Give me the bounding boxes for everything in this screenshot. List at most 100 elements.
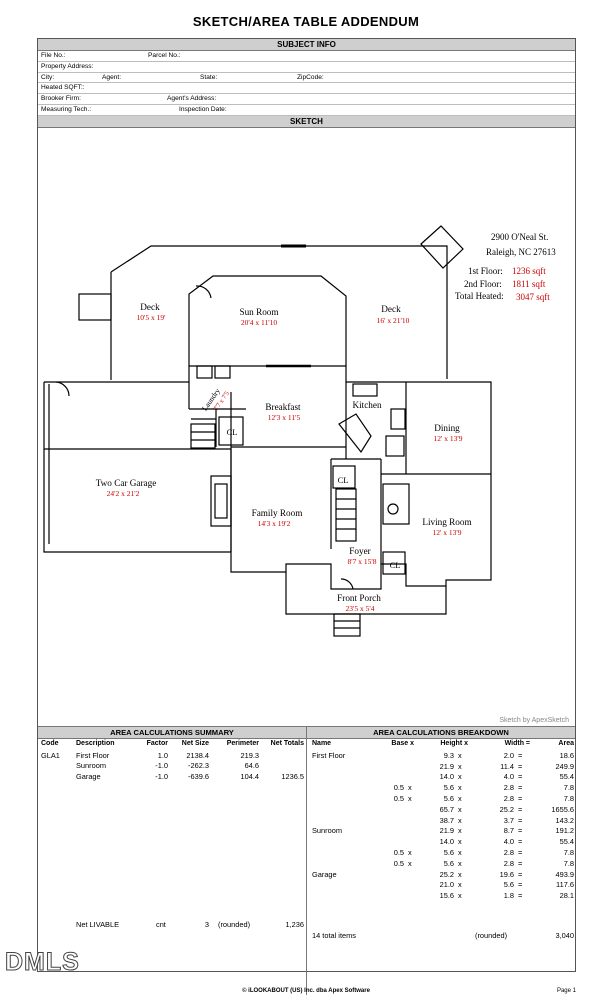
breakdown-cell-width: 25.2 (499, 804, 514, 814)
room-label-foyer: Foyer (349, 546, 370, 556)
info-row-address: Property Address: (38, 62, 575, 73)
breakdown-cell-width: 1.8 (503, 891, 514, 901)
total-heated-label: Total Heated: (455, 291, 504, 301)
main-stairs (335, 488, 357, 542)
breakdown-col-base: Base x (391, 739, 414, 747)
summary-cell-description: Sunroom (76, 761, 106, 771)
summary-col-net-totals: Net Totals (270, 739, 304, 747)
operator-glyph: x (458, 869, 462, 879)
summary-footer-rounded: (rounded) (218, 919, 251, 929)
operator-glyph: = (518, 880, 523, 890)
room-dims-sunroom: 20'4 x 11'10 (241, 318, 277, 327)
operator-glyph: x (458, 804, 462, 814)
operator-glyph: = (518, 891, 523, 901)
breakdown-cell-height: 15.6 (439, 891, 454, 901)
zipcode-label: ZipCode: (297, 73, 324, 81)
operator-glyph: x (458, 891, 462, 901)
breakdown-cell-area: 7.8 (563, 858, 574, 868)
kitchen-island (338, 412, 372, 453)
breakdown-cell-height: 5.6 (443, 793, 454, 803)
breakdown-cell-name: First Floor (312, 750, 346, 760)
breakdown-cell-area: 55.4 (559, 772, 574, 782)
breakdown-cell-height: 38.7 (439, 815, 454, 825)
info-row-sqft: Heated SQFT:: (38, 83, 575, 95)
first-floor-label: 1st Floor: (468, 266, 503, 276)
breakdown-cell-width: 4.0 (503, 772, 514, 782)
deck-left-stairs (78, 293, 112, 321)
breakdown-cell-area: 28.1 (559, 891, 574, 901)
area-breakdown-table: AREA CALCULATIONS BREAKDOWN (307, 726, 575, 739)
breakdown-col-area: Area (558, 739, 574, 747)
page-footer-company: © iLOOKABOUT (US) Inc. dba Apex Software (242, 988, 370, 994)
breakdown-cell-base: 0.5 (393, 847, 404, 857)
summary-footer-cnt: 3 (204, 919, 209, 929)
summary-cell-description: First Floor (76, 750, 110, 760)
summary-col-description: Description (76, 739, 115, 747)
breakdown-cell-base: 0.5 (393, 793, 404, 803)
operator-glyph: x (408, 858, 412, 868)
breakdown-cell-area: 18.6 (559, 750, 574, 760)
room-dims-family: 14'3 x 19'2 (258, 519, 291, 528)
operator-glyph: = (518, 804, 523, 814)
operator-glyph: x (458, 783, 462, 793)
summary-cell-net-size: -262.3 (188, 761, 209, 771)
breakdown-cell-base: 0.5 (393, 858, 404, 868)
breakdown-cell-height: 5.6 (443, 858, 454, 868)
dmls-watermark: DMLS (5, 948, 80, 977)
summary-col-code: Code (41, 739, 59, 747)
summary-col-net-size: Net Size (181, 739, 209, 747)
subject-info-section: File No.: Parcel No.: Property Address: … (38, 51, 575, 116)
info-row-broker: Brooker Firm: Agent's Address: (38, 94, 575, 105)
first-floor-value: 1236 sqft (512, 266, 546, 276)
summary-cell-perimeter: 219.3 (240, 750, 260, 760)
area-tables: AREA CALCULATIONS SUMMARY AREA CALCULATI… (38, 726, 575, 996)
breakdown-cell-area: 143.2 (555, 815, 575, 825)
room-label-garage: Two Car Garage (96, 478, 157, 488)
room-label-family: Family Room (252, 508, 303, 518)
heated-sqft-label: Heated SQFT:: (41, 84, 85, 92)
closet-label: CL (227, 427, 238, 437)
room-dims-porch: 23'5 x 5'4 (346, 604, 375, 613)
operator-glyph: = (518, 750, 523, 760)
room-label-dining: Dining (434, 423, 460, 433)
page-title: SKETCH/AREA TABLE ADDENDUM (192, 14, 420, 29)
room-dims-deck-right: 16' x 21'10 (377, 316, 410, 325)
breakdown-cell-height: 5.6 (443, 783, 454, 793)
breakdown-cell-area: 7.8 (563, 793, 574, 803)
operator-glyph: = (518, 869, 523, 879)
summary-cell-perimeter: 104.4 (240, 771, 260, 781)
sketch-heading: SKETCH (38, 115, 575, 128)
kitchen-sink (352, 383, 378, 397)
info-row-measuring: Measuring Tech.: Inspection Date: (38, 105, 575, 116)
state-label: State: (200, 73, 218, 81)
breakdown-cell-area: 249.9 (555, 761, 575, 771)
breakdown-cell-base: 0.5 (393, 783, 404, 793)
room-dims-foyer: 8'7 x 15'8 (348, 557, 377, 566)
room-label-porch: Front Porch (337, 593, 381, 603)
breakdown-cell-area: 1655.6 (551, 804, 574, 814)
front-stairs (333, 613, 361, 637)
parcel-no-label: Parcel No.: (148, 52, 181, 59)
operator-glyph: x (458, 880, 462, 890)
info-row-file: File No.: Parcel No.: (38, 51, 575, 62)
second-floor-label: 2nd Floor: (464, 279, 502, 289)
breakdown-cell-width: 2.8 (503, 858, 514, 868)
summary-footer-total: 1,236 (285, 919, 305, 929)
summary-cell-description: Garage (76, 771, 101, 781)
second-floor-value: 1811 sqft (512, 279, 546, 289)
summary-cell-factor: -1.0 (155, 771, 168, 781)
operator-glyph: = (518, 826, 523, 836)
garage-outline (43, 381, 231, 553)
sunroom-outline (188, 275, 347, 366)
room-label-sunroom: Sun Room (239, 307, 278, 317)
operator-glyph: x (458, 761, 462, 771)
garage-stairs (190, 423, 216, 449)
total-heated-value: 3047 sqft (516, 292, 550, 302)
breakdown-cell-width: 3.7 (503, 815, 514, 825)
agents-address-label: Agent's Address: (167, 95, 217, 103)
breakdown-cell-height: 14.0 (439, 837, 454, 847)
breakdown-cell-name: Sunroom (312, 826, 342, 836)
page-number: Page 1 (556, 988, 576, 994)
breakdown-cell-area: 493.9 (555, 869, 575, 879)
breakdown-footer-label: 14 total items (312, 930, 356, 940)
